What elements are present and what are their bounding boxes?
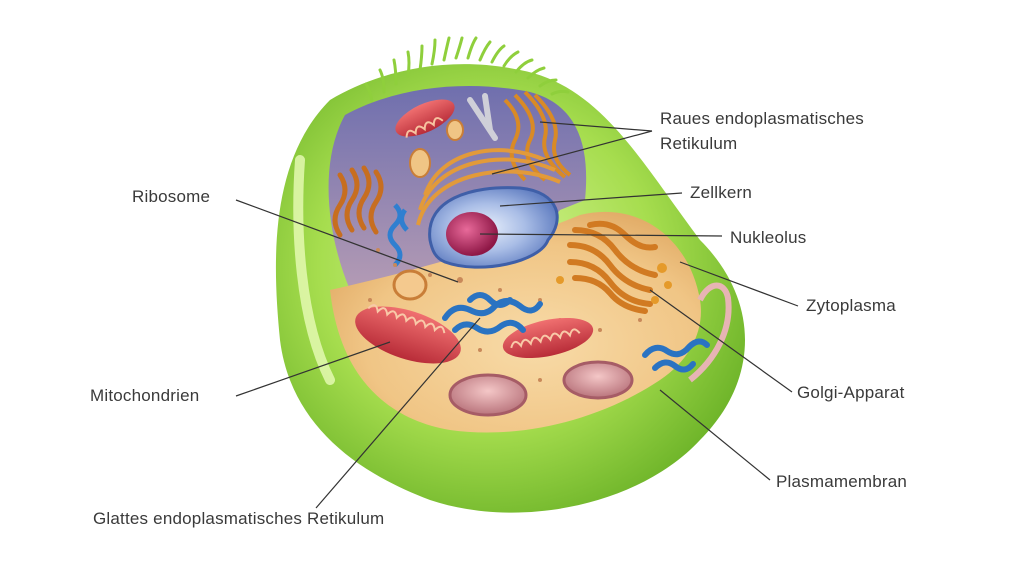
leader-lines (235, 121, 799, 509)
label-nukleolus: Nukleolus (730, 228, 807, 247)
label-mitochondrien: Mitochondrien (90, 386, 200, 405)
rough-er-shape (503, 90, 572, 182)
golgi-apparatus-shape (567, 220, 658, 314)
label-glattes-er: Glattes endoplasmatisches Retikulum (93, 509, 385, 528)
label-raues-er: Raues endoplasmatisches Retikulum (660, 106, 864, 156)
mitochondrion-middle (502, 317, 594, 359)
label-raues-er-line1: Raues endoplasmatisches (660, 109, 864, 128)
golgi-left (332, 165, 384, 238)
smooth-er-shape (442, 292, 543, 335)
microvilli (364, 36, 570, 104)
nucleolus-shape (446, 212, 498, 256)
label-zellkern: Zellkern (690, 183, 753, 202)
label-golgi: Golgi-Apparat (797, 383, 905, 402)
label-raues-er-line2: Retikulum (660, 134, 738, 153)
label-ribosome: Ribosome (132, 187, 211, 206)
vacuole-2 (562, 360, 634, 400)
vacuole-1 (448, 373, 528, 417)
label-plasmamembran: Plasmamembran (776, 472, 908, 491)
mitochondrion-left (355, 304, 461, 364)
label-zytoplasma: Zytoplasma (806, 296, 896, 315)
